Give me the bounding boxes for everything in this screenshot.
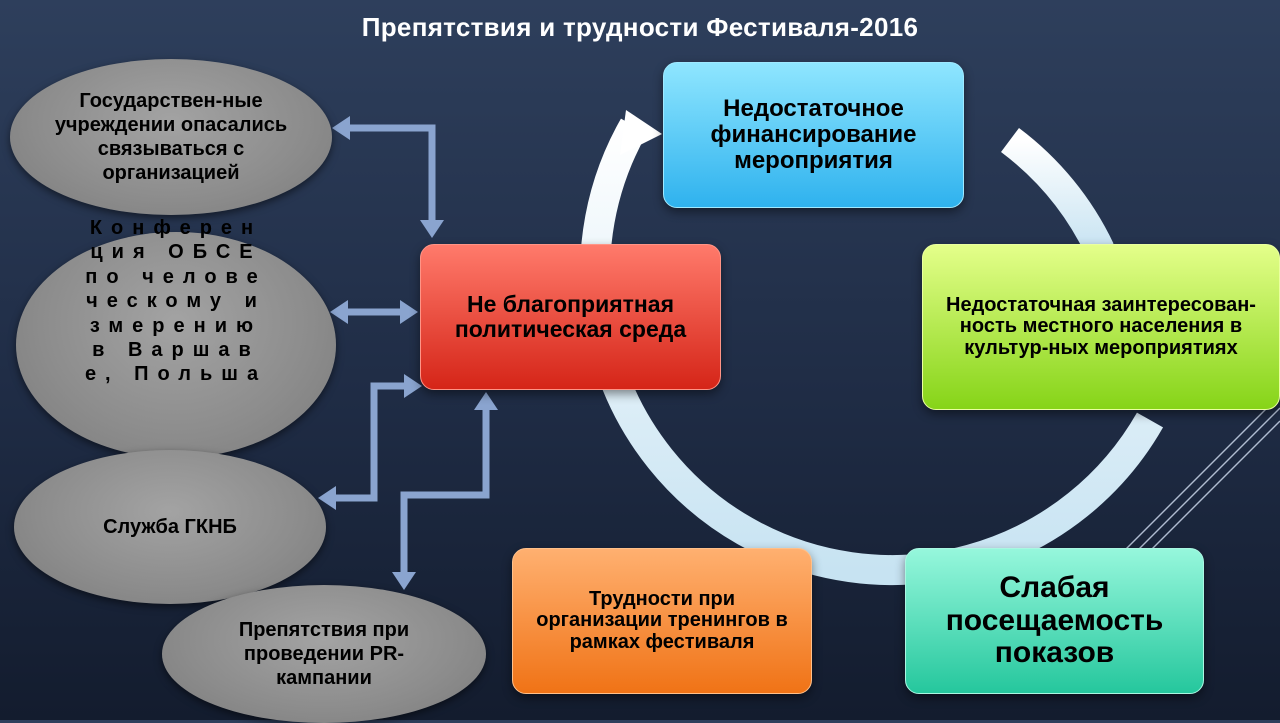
state-institutions-oval: Государствен-ные учреждении опасались св… xyxy=(10,59,332,215)
political-box: Не благоприятная политическая среда xyxy=(420,244,721,390)
interest-label: Недостаточная заинтересован-ность местно… xyxy=(946,293,1256,359)
pr-oval: Препятствия при проведении PR-кампании xyxy=(162,585,486,723)
decorative-lines xyxy=(1119,394,1280,556)
cycle-arrowhead xyxy=(620,110,662,155)
financing-box: Недостаточное финансирование мероприятия xyxy=(663,62,964,208)
cycle-ring-upper-right xyxy=(1000,127,1114,257)
state-institutions-label: Государствен-ные учреждении опасались св… xyxy=(54,90,288,184)
political-label: Не благоприятная политическая среда xyxy=(454,291,687,342)
interest-box: Недостаточная заинтересован-ность местно… xyxy=(922,244,1280,410)
trainings-box: Трудности при организации тренингов в ра… xyxy=(512,548,812,694)
osce-oval xyxy=(16,232,336,458)
page-title: Препятствия и трудности Фестиваля-2016 xyxy=(361,12,919,42)
pr-label: Препятствия при проведении PR-кампании xyxy=(238,619,410,689)
trainings-label: Трудности при организации тренингов в ра… xyxy=(536,587,788,653)
gknb-oval: Служба ГКНБ xyxy=(14,450,326,604)
osce-label: Конференция ОБСЕ по человеческому измере… xyxy=(84,217,268,386)
financing-label: Недостаточное финансирование мероприятия xyxy=(710,95,917,174)
attendance-label: Слабая посещаемость показов xyxy=(945,571,1164,670)
gknb-label: Служба ГКНБ xyxy=(103,516,237,538)
connector-arrowheads xyxy=(318,116,498,590)
connector-arrows xyxy=(328,124,490,580)
attendance-box: Слабая посещаемость показов xyxy=(905,548,1204,694)
